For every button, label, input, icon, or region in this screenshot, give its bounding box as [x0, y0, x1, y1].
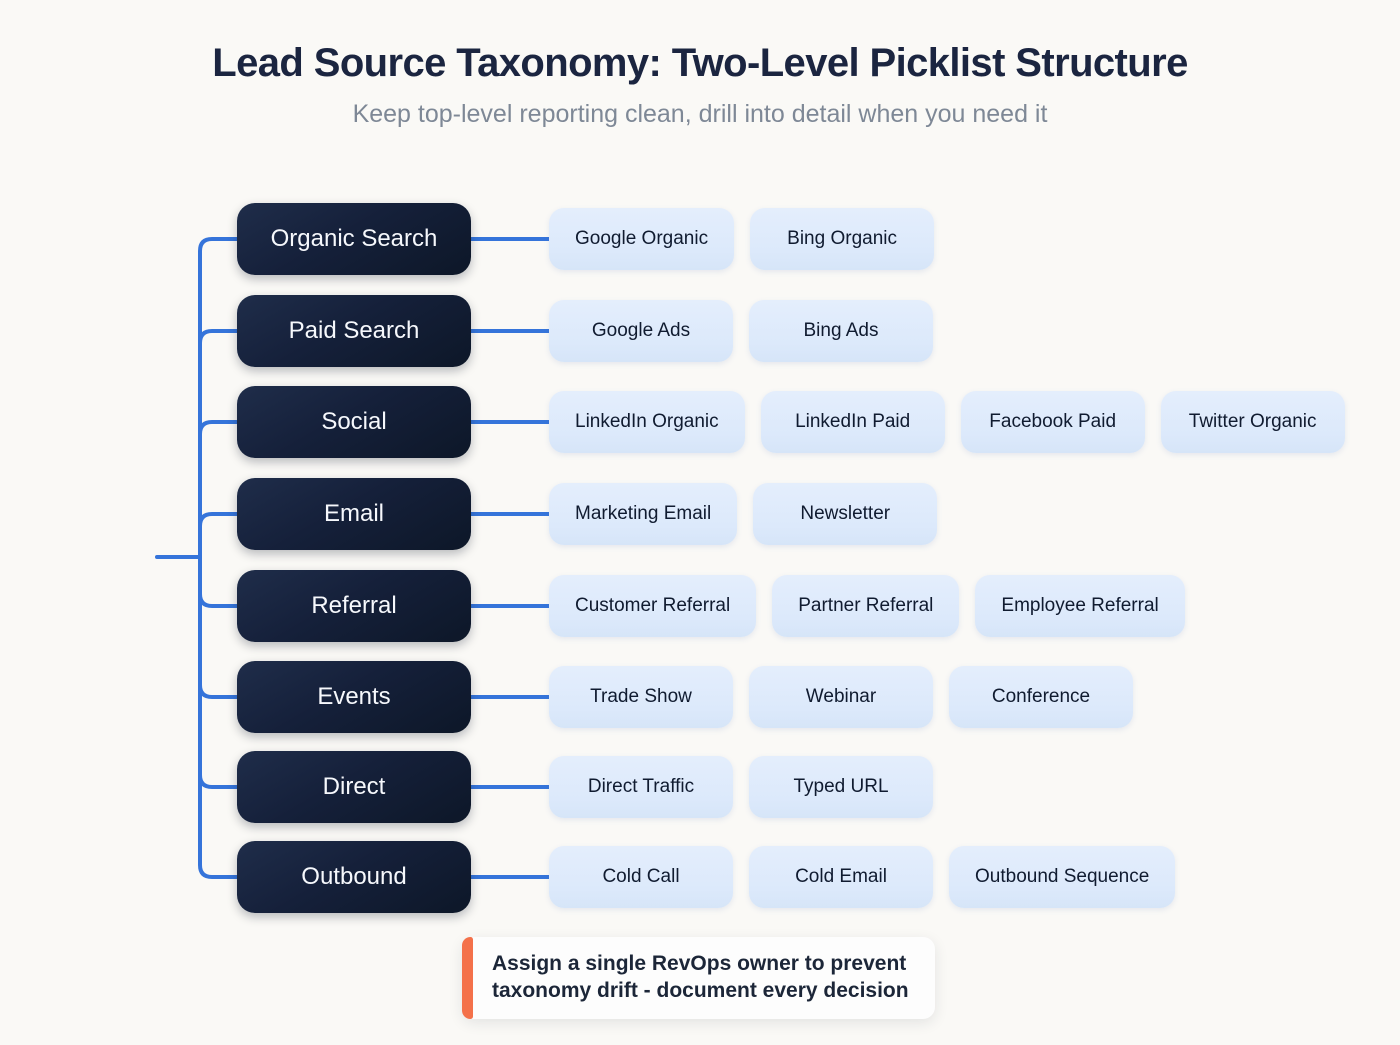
subcategory-node-typed-url: Typed URL — [749, 756, 933, 818]
subcategory-node-linkedin-organic: LinkedIn Organic — [549, 391, 745, 453]
subcategory-row-outbound: Cold Call Cold Email Outbound Sequence — [549, 846, 1176, 908]
note-accent-bar — [462, 937, 473, 1019]
category-node-direct: Direct — [237, 751, 471, 823]
category-node-outbound: Outbound — [237, 841, 471, 913]
category-node-referral: Referral — [237, 570, 471, 642]
subcategory-node-trade-show: Trade Show — [549, 666, 733, 728]
subcategory-row-direct: Direct Traffic Typed URL — [549, 756, 933, 818]
subcategory-node-employee-referral: Employee Referral — [975, 575, 1185, 637]
subcategory-node-facebook-paid: Facebook Paid — [960, 391, 1145, 453]
subcategory-node-partner-referral: Partner Referral — [772, 575, 960, 637]
category-node-events: Events — [237, 661, 471, 733]
header: Lead Source Taxonomy: Two-Level Picklist… — [0, 0, 1400, 129]
subcategory-node-bing-organic: Bing Organic — [750, 208, 935, 270]
subcategory-row-paid-search: Google Ads Bing Ads — [549, 300, 933, 362]
subcategory-node-newsletter: Newsletter — [753, 483, 938, 545]
page-title: Lead Source Taxonomy: Two-Level Picklist… — [212, 41, 1188, 85]
subcategory-node-conference: Conference — [949, 666, 1133, 728]
subcategory-node-marketing-email: Marketing Email — [549, 483, 738, 545]
subcategory-node-google-organic: Google Organic — [549, 208, 735, 270]
subcategory-node-cold-call: Cold Call — [549, 846, 733, 908]
subcategory-node-cold-email: Cold Email — [749, 846, 933, 908]
subcategory-node-customer-referral: Customer Referral — [549, 575, 757, 637]
subcategory-node-webinar: Webinar — [749, 666, 933, 728]
owner-note-text: Assign a single RevOps owner to prevent … — [492, 952, 909, 1002]
category-node-organic-search: Organic Search — [237, 203, 471, 275]
subcategory-node-google-ads: Google Ads — [549, 300, 733, 362]
page-subtitle: Keep top-level reporting clean, drill in… — [352, 100, 1048, 128]
subcategory-row-events: Trade Show Webinar Conference — [549, 666, 1133, 728]
subcategory-node-outbound-sequence: Outbound Sequence — [949, 846, 1176, 908]
owner-note-card: Assign a single RevOps owner to prevent … — [462, 937, 935, 1019]
category-node-email: Email — [237, 478, 471, 550]
category-node-social: Social — [237, 386, 471, 458]
subcategory-node-direct-traffic: Direct Traffic — [549, 756, 733, 818]
subcategory-node-twitter-organic: Twitter Organic — [1160, 391, 1345, 453]
subcategory-node-bing-ads: Bing Ads — [749, 300, 933, 362]
subcategory-node-linkedin-paid: LinkedIn Paid — [760, 391, 945, 453]
category-node-paid-search: Paid Search — [237, 295, 471, 367]
